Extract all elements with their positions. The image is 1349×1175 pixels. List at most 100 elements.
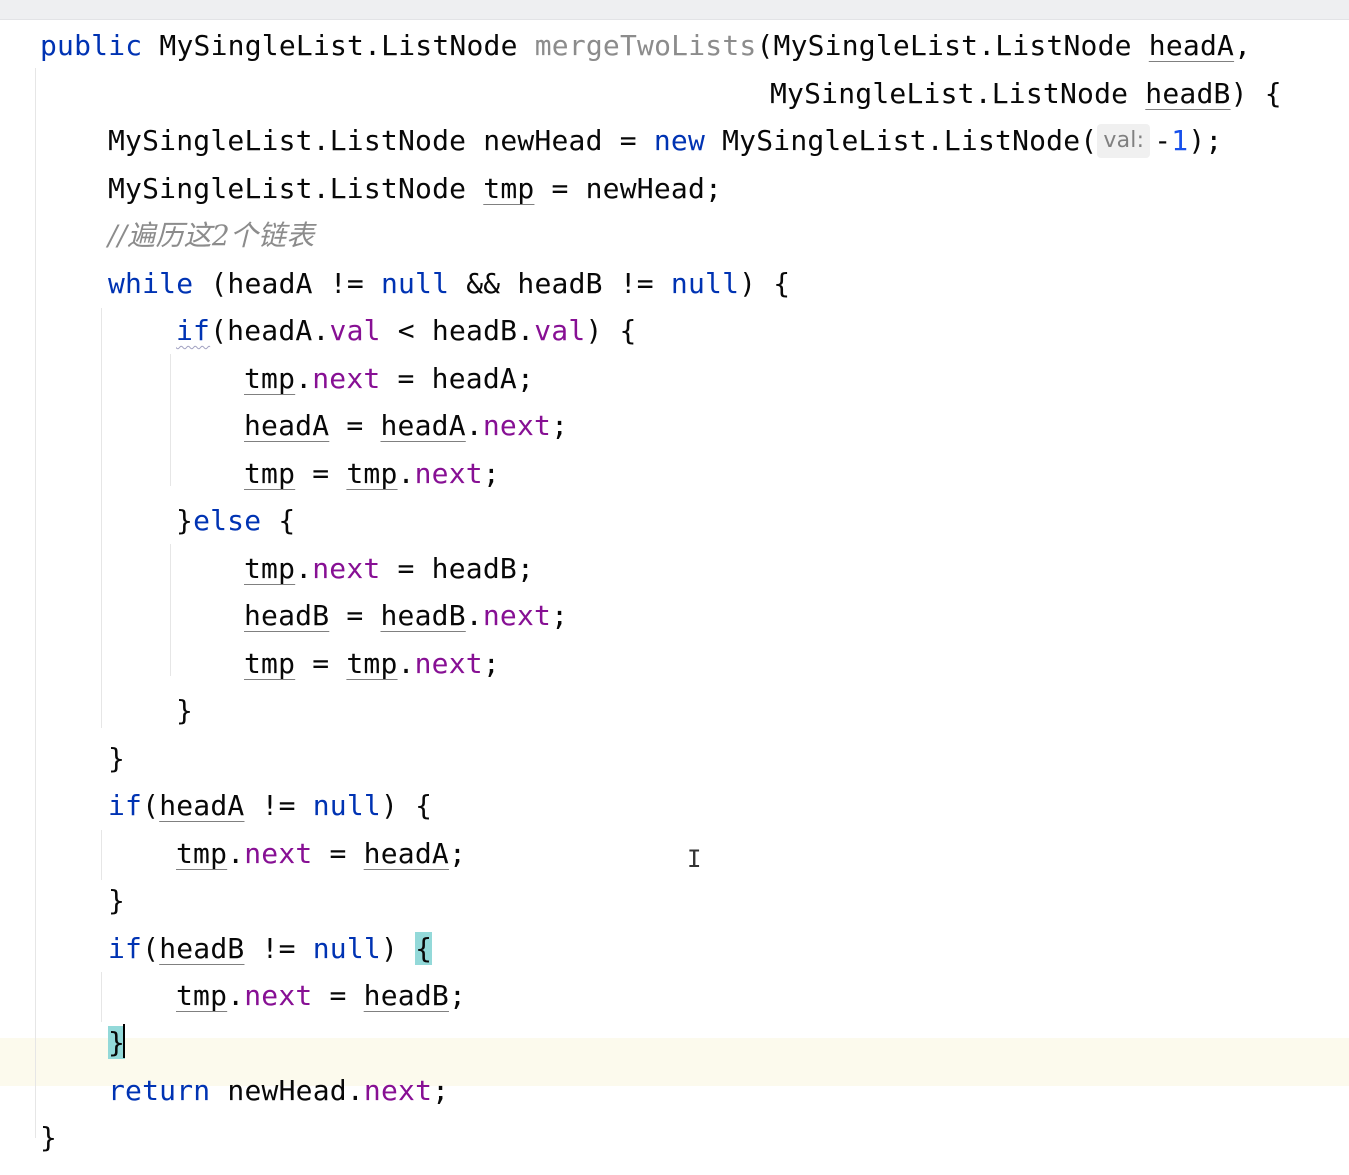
- code-line[interactable]: }: [40, 1114, 57, 1162]
- declaration: MySingleList.ListNode newHead =: [108, 124, 654, 157]
- field: next: [244, 837, 313, 870]
- code-line[interactable]: tmp.next = headA;: [176, 830, 466, 878]
- code-line[interactable]: }: [176, 687, 193, 735]
- param-type: MySingleList.ListNode: [770, 77, 1129, 110]
- param-name: headB: [1145, 77, 1231, 110]
- number-literal: 1: [1171, 124, 1189, 157]
- punctuation: ;: [551, 409, 569, 442]
- code-line[interactable]: MySingleList.ListNode newHead = new MySi…: [108, 117, 1222, 165]
- brace: }: [176, 504, 194, 537]
- variable: headB: [363, 979, 449, 1012]
- brace: }: [108, 742, 126, 775]
- code-line[interactable]: //遍历这2个链表: [108, 212, 314, 260]
- variable: headA: [159, 789, 245, 822]
- null-literal: null: [312, 789, 381, 822]
- code-line[interactable]: while (headA != null && headB != null) {: [108, 260, 790, 308]
- expression: && headB !=: [449, 267, 671, 300]
- indent-guide: [170, 544, 171, 676]
- expression: newHead.: [210, 1074, 364, 1107]
- code-line[interactable]: }: [108, 1019, 126, 1067]
- punctuation: .: [227, 837, 245, 870]
- code-line[interactable]: }: [108, 735, 125, 783]
- code-line[interactable]: }else {: [176, 497, 295, 545]
- variable: tmp: [176, 837, 228, 870]
- keyword: else: [193, 504, 262, 537]
- code-line[interactable]: if(headA.val < headB.val) {: [176, 307, 637, 355]
- variable: headB: [380, 599, 466, 632]
- field: val: [534, 314, 586, 347]
- code-line[interactable]: tmp.next = headB;: [176, 972, 466, 1020]
- punctuation: ;: [432, 1074, 450, 1107]
- keyword: if: [108, 932, 143, 965]
- field: next: [414, 457, 483, 490]
- operator: =: [312, 837, 364, 870]
- punctuation: ) {: [380, 789, 433, 822]
- keyword: if: [176, 314, 211, 347]
- code-line[interactable]: tmp.next = headA;: [244, 355, 534, 403]
- code-line[interactable]: }: [108, 877, 125, 925]
- field: next: [482, 599, 552, 632]
- constructor-call: MySingleList.ListNode(: [705, 124, 1098, 157]
- comment: //遍历这2个链表: [108, 219, 315, 252]
- punctuation: ) {: [739, 267, 791, 300]
- code-line[interactable]: headA = headA.next;: [244, 402, 568, 450]
- punctuation: ;: [482, 647, 500, 680]
- punctuation: (: [142, 789, 160, 822]
- variable: headB: [244, 599, 330, 632]
- brace: }: [108, 884, 126, 917]
- assignment: = newHead;: [534, 172, 723, 205]
- brace: }: [40, 1121, 58, 1154]
- variable: tmp: [346, 457, 398, 490]
- operator: =: [312, 979, 364, 1012]
- punctuation: .: [295, 552, 313, 585]
- variable: tmp: [244, 457, 296, 490]
- code-line[interactable]: tmp = tmp.next;: [244, 640, 500, 688]
- field: next: [414, 647, 483, 680]
- punctuation: ): [380, 932, 416, 965]
- caret-line-highlight: [0, 1038, 1349, 1086]
- field: next: [244, 979, 313, 1012]
- null-literal: null: [670, 267, 740, 300]
- assignment: = headA;: [380, 362, 535, 395]
- code-editor[interactable]: public MySingleList.ListNode mergeTwoLis…: [0, 20, 1349, 1175]
- operator: =: [295, 647, 347, 680]
- code-line[interactable]: MySingleList.ListNode headB) {: [770, 70, 1282, 118]
- code-line[interactable]: tmp = tmp.next;: [244, 450, 500, 498]
- operator: !=: [244, 932, 313, 965]
- punctuation: .: [397, 457, 415, 490]
- field: next: [482, 409, 552, 442]
- punctuation: .: [397, 647, 415, 680]
- editor-tab-bar: [0, 0, 1349, 20]
- return-type: MySingleList.ListNode: [159, 29, 518, 62]
- variable: tmp: [244, 362, 296, 395]
- expression: (headA.: [210, 314, 330, 347]
- code-line[interactable]: headB = headB.next;: [244, 592, 568, 640]
- operator: =: [295, 457, 347, 490]
- field: next: [363, 1074, 433, 1107]
- variable: tmp: [244, 552, 296, 585]
- null-literal: null: [380, 267, 450, 300]
- indent-guide: [101, 308, 102, 728]
- field: next: [312, 362, 381, 395]
- code-line[interactable]: MySingleList.ListNode tmp = newHead;: [108, 165, 722, 213]
- expression: (headA !=: [193, 267, 381, 300]
- param-type: (MySingleList.ListNode: [756, 29, 1132, 62]
- variable: headA: [380, 409, 466, 442]
- operator: =: [329, 599, 381, 632]
- matched-brace-close: }: [108, 1026, 126, 1059]
- variable: headA: [244, 409, 330, 442]
- code-line[interactable]: tmp.next = headB;: [244, 545, 534, 593]
- punctuation: .: [465, 409, 483, 442]
- indent-guide: [101, 830, 102, 880]
- punctuation: .: [227, 979, 245, 1012]
- operator: !=: [244, 789, 313, 822]
- indent-guide: [35, 68, 36, 1138]
- indent-guide: [170, 354, 171, 486]
- declaration: MySingleList.ListNode: [108, 172, 484, 205]
- keyword: while: [108, 267, 194, 300]
- code-line[interactable]: if(headB != null) {: [108, 925, 433, 973]
- punctuation: .: [465, 599, 483, 632]
- code-line[interactable]: if(headA != null) {: [108, 782, 432, 830]
- code-line[interactable]: return newHead.next;: [108, 1067, 449, 1115]
- code-line[interactable]: public MySingleList.ListNode mergeTwoLis…: [40, 22, 1251, 70]
